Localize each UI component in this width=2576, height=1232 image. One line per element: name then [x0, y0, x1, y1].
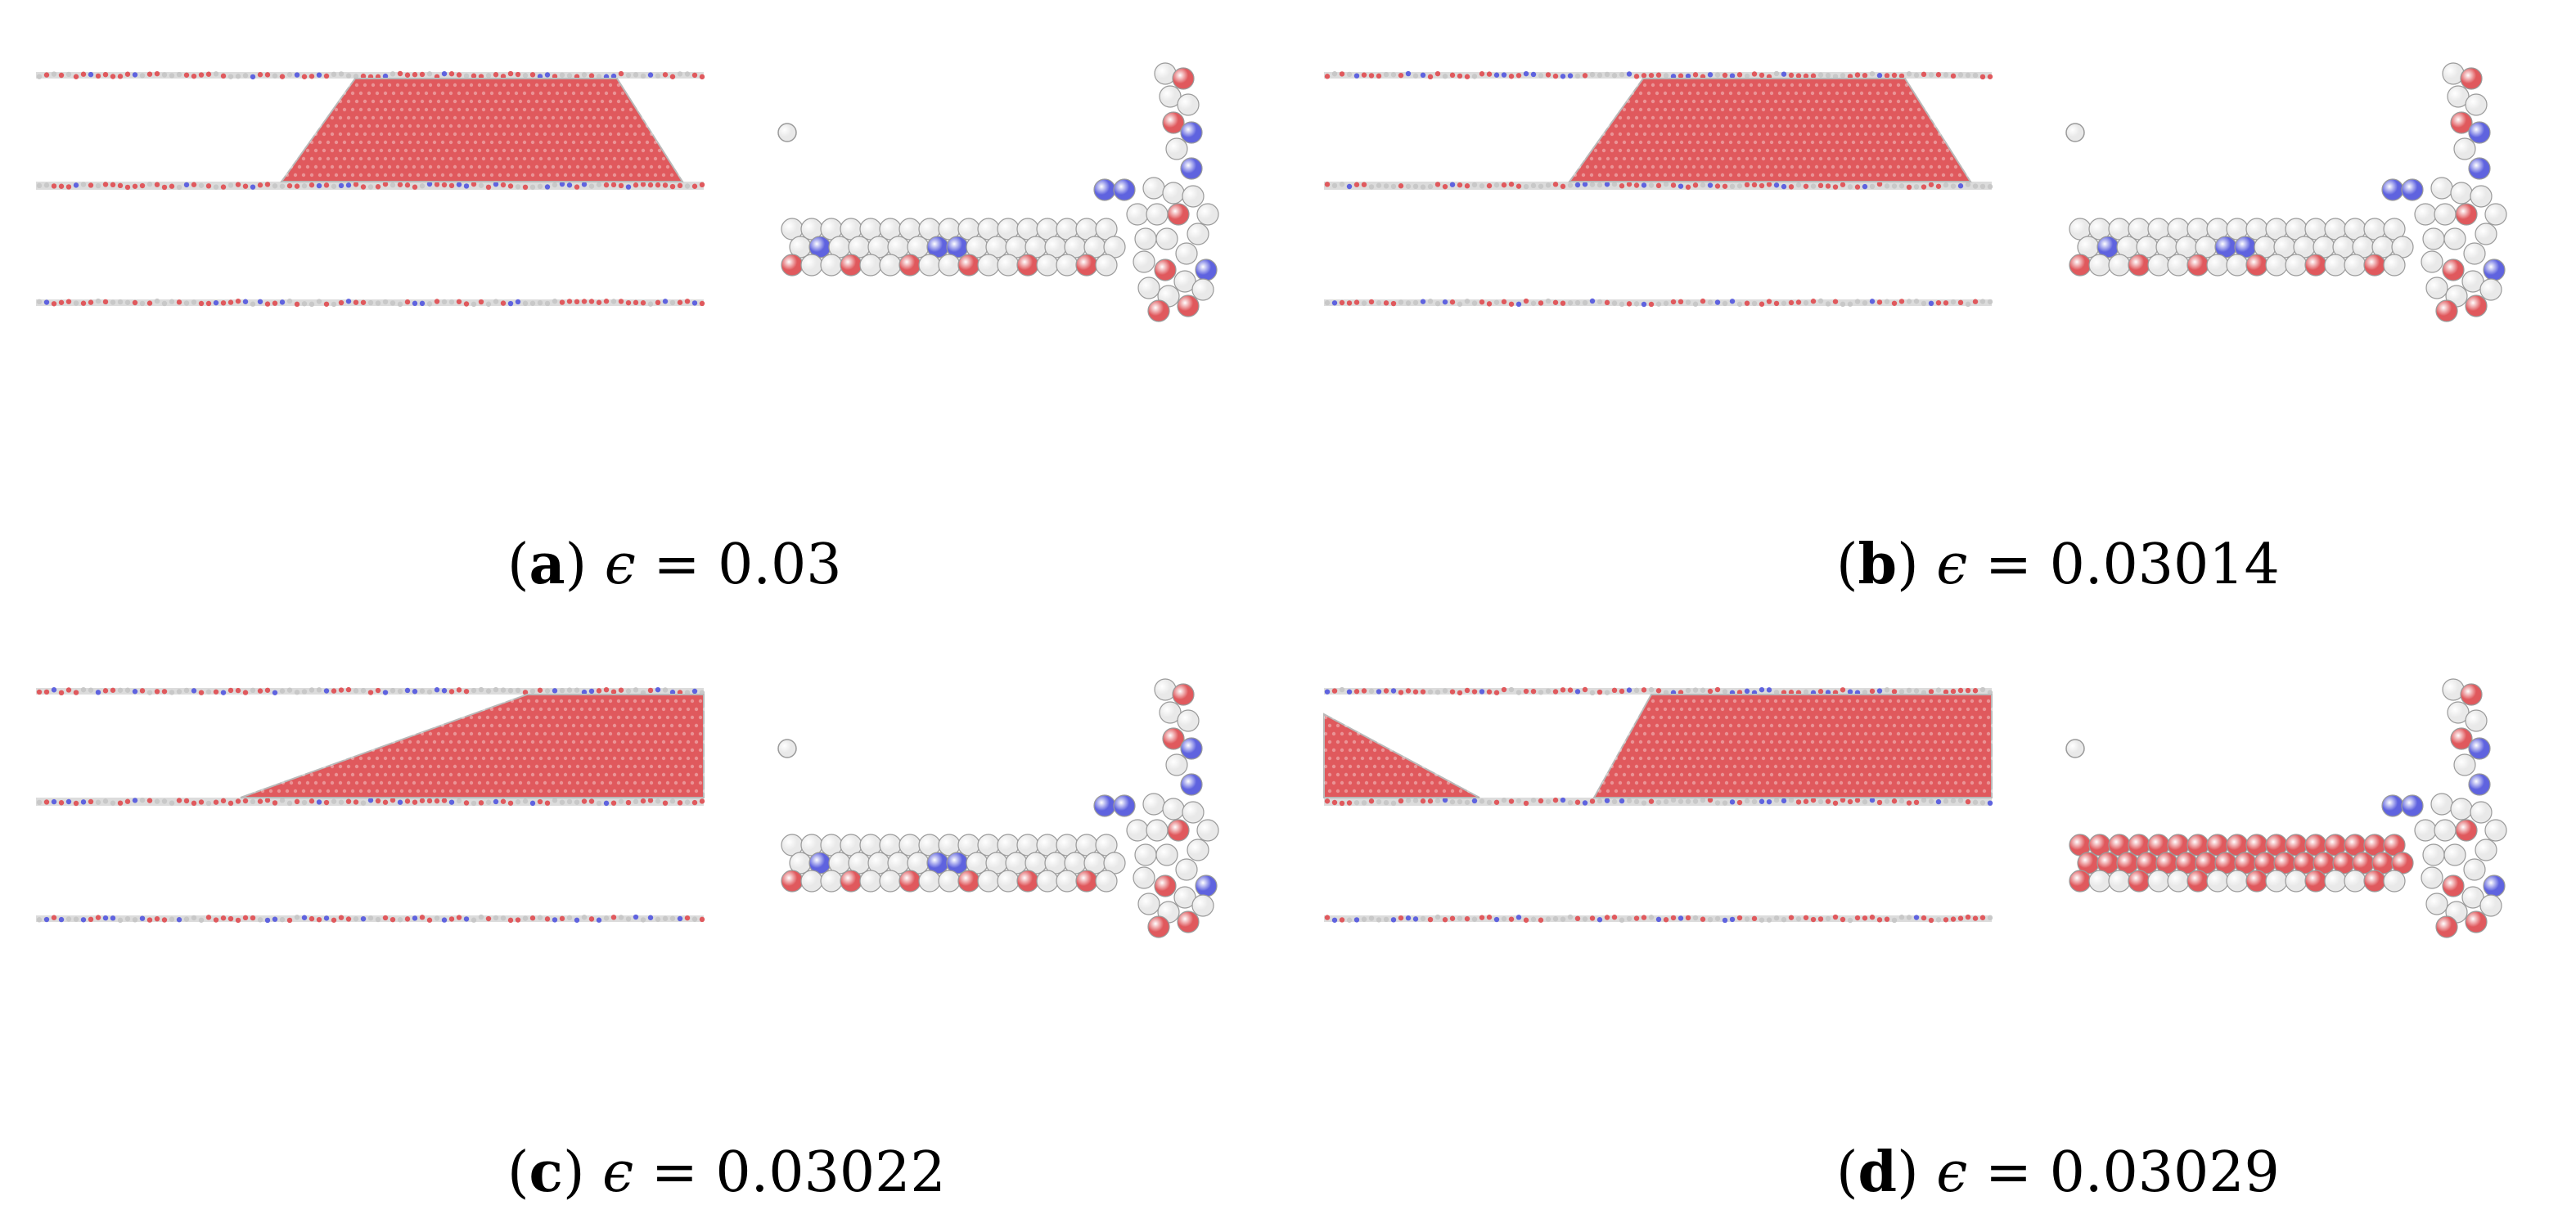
atom-cluster [1093, 62, 1219, 322]
equals-sign: = [1984, 1140, 2032, 1205]
strain-value: 0.03014 [2049, 533, 2280, 597]
caption-b: (b) ϵ = 0.03014 [1836, 532, 2280, 597]
caption-a: (a) ϵ = 0.03 [507, 532, 842, 597]
equals-sign: = [653, 533, 700, 597]
strain-value: 0.03022 [715, 1140, 946, 1205]
transformed-region [1323, 694, 1995, 798]
transformed-region [35, 694, 707, 798]
caption-label: b [1858, 532, 1898, 597]
atomistic-snapshot-a [35, 62, 1219, 322]
atom-cluster [2381, 62, 2507, 322]
transformed-region [1323, 78, 1995, 182]
subfigure-d: (d) ϵ = 0.03029 [1288, 616, 2576, 1232]
atomic-layers [1324, 70, 1993, 308]
strain-value: 0.03029 [2049, 1140, 2280, 1205]
isolated-atom [777, 739, 797, 758]
equals-sign: = [1984, 533, 2032, 597]
atom-slab [2069, 834, 2414, 893]
atomic-layers [1324, 686, 1993, 924]
atom-cluster [1093, 678, 1219, 938]
strain-symbol: ϵ [602, 1140, 634, 1205]
subfigure-c: (c) ϵ = 0.03022 [0, 616, 1288, 1232]
atomic-layers [36, 70, 705, 308]
strain-symbol: ϵ [1936, 533, 1968, 597]
subfigure-b: (b) ϵ = 0.03014 [1288, 0, 2576, 616]
atomic-layers [36, 686, 705, 924]
equals-sign: = [651, 1140, 698, 1205]
caption-label: c [529, 1140, 563, 1205]
isolated-atom [777, 123, 797, 142]
atom-slab [2069, 218, 2414, 277]
atomistic-snapshot-d [1323, 678, 2507, 938]
isolated-atom [2065, 739, 2085, 758]
caption-label: d [1858, 1140, 1898, 1205]
atomistic-snapshot-c [35, 678, 1219, 938]
transformed-region [35, 78, 707, 182]
atom-cluster [2381, 678, 2507, 938]
caption-label: a [529, 532, 565, 597]
atom-slab [781, 834, 1126, 893]
strain-symbol: ϵ [1936, 1140, 1968, 1205]
atomistic-snapshot-b [1323, 62, 2507, 322]
strain-symbol: ϵ [604, 533, 636, 597]
caption-c: (c) ϵ = 0.03022 [507, 1140, 946, 1205]
isolated-atom [2065, 123, 2085, 142]
atom-slab [781, 218, 1126, 277]
caption-d: (d) ϵ = 0.03029 [1836, 1140, 2280, 1205]
subfigure-a: (a) ϵ = 0.03 [0, 0, 1288, 616]
strain-value: 0.03 [718, 533, 842, 597]
